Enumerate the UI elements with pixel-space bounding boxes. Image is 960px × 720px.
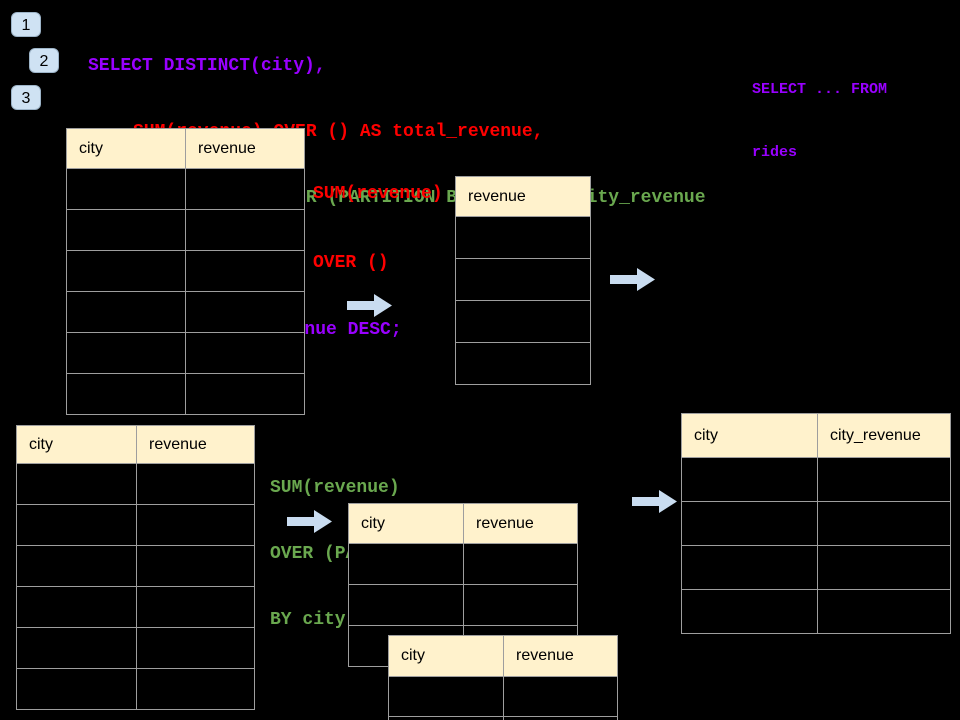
table-cell	[682, 546, 818, 590]
column-header: city	[682, 414, 818, 458]
table-cell	[464, 544, 578, 585]
column-header: city	[389, 636, 504, 677]
step-badge-1: 1	[11, 12, 41, 37]
table-cell	[818, 590, 951, 634]
table-cell	[818, 546, 951, 590]
table-cell	[17, 587, 137, 628]
table-cell	[682, 502, 818, 546]
column-header: revenue	[186, 129, 305, 169]
table-cell	[17, 505, 137, 546]
column-header: city_revenue	[818, 414, 951, 458]
column-header: revenue	[456, 177, 591, 217]
table-partition-result: city city_revenue	[681, 413, 951, 634]
column-header: revenue	[504, 636, 618, 677]
annotation-total-revenue: SUM(revenue) OVER ()	[313, 137, 443, 321]
table-cell	[186, 333, 305, 374]
table-cell	[389, 677, 504, 717]
table-cell	[67, 374, 186, 415]
table-cell	[17, 546, 137, 587]
table-cell	[456, 301, 591, 343]
table-cell	[456, 259, 591, 301]
right-arrow-icon	[287, 510, 332, 533]
table-cell	[186, 292, 305, 333]
table-cell	[186, 169, 305, 210]
table-cell	[137, 669, 255, 710]
table-cell	[456, 217, 591, 259]
table-cell	[818, 502, 951, 546]
table-cell	[17, 464, 137, 505]
table-cell	[682, 458, 818, 502]
table-cell	[456, 343, 591, 385]
annotation-line: SUM(revenue)	[313, 184, 443, 204]
table-cell	[137, 546, 255, 587]
table-cell	[186, 374, 305, 415]
table-total-result: revenue	[455, 176, 591, 385]
annotation-line: BY city)	[270, 610, 357, 630]
column-header: city	[349, 504, 464, 544]
table-cell	[67, 251, 186, 292]
annotation-line: SELECT ... FROM	[752, 81, 888, 98]
table-cell	[137, 505, 255, 546]
code-line-select: SELECT DISTINCT(city),	[88, 56, 326, 76]
table-cell	[504, 677, 618, 717]
annotation-line: OVER ()	[313, 253, 389, 273]
column-header: revenue	[137, 426, 255, 464]
table-cell	[682, 590, 818, 634]
table-cell	[818, 458, 951, 502]
table-cell	[504, 717, 618, 720]
table-cell	[17, 669, 137, 710]
column-header: city	[67, 129, 186, 169]
right-arrow-icon	[610, 268, 655, 291]
step-badge-2: 2	[29, 48, 59, 73]
table-cell	[349, 544, 464, 585]
column-header: revenue	[464, 504, 578, 544]
table-cell	[137, 628, 255, 669]
right-arrow-icon	[632, 490, 677, 513]
table-cell	[67, 333, 186, 374]
table-cell	[137, 587, 255, 628]
right-arrow-icon	[347, 294, 392, 317]
table-cell	[67, 292, 186, 333]
column-header: city	[17, 426, 137, 464]
annotation-line: SUM(revenue)	[270, 478, 400, 498]
table-cell	[67, 210, 186, 251]
step-badge-3: 3	[11, 85, 41, 110]
table-cell	[464, 585, 578, 626]
table-cell	[349, 585, 464, 626]
table-cell	[17, 628, 137, 669]
table-cell	[186, 251, 305, 292]
table-partition-overlay: city revenue	[388, 635, 618, 720]
table-cell	[137, 464, 255, 505]
annotation-line: rides	[752, 144, 798, 161]
table-cell	[389, 717, 504, 720]
table-source-bottom: city revenue	[16, 425, 255, 710]
annotation-from-clause: SELECT ... FROM rides	[752, 37, 887, 205]
table-cell	[186, 210, 305, 251]
table-source-top: city revenue	[66, 128, 305, 415]
table-cell	[67, 169, 186, 210]
